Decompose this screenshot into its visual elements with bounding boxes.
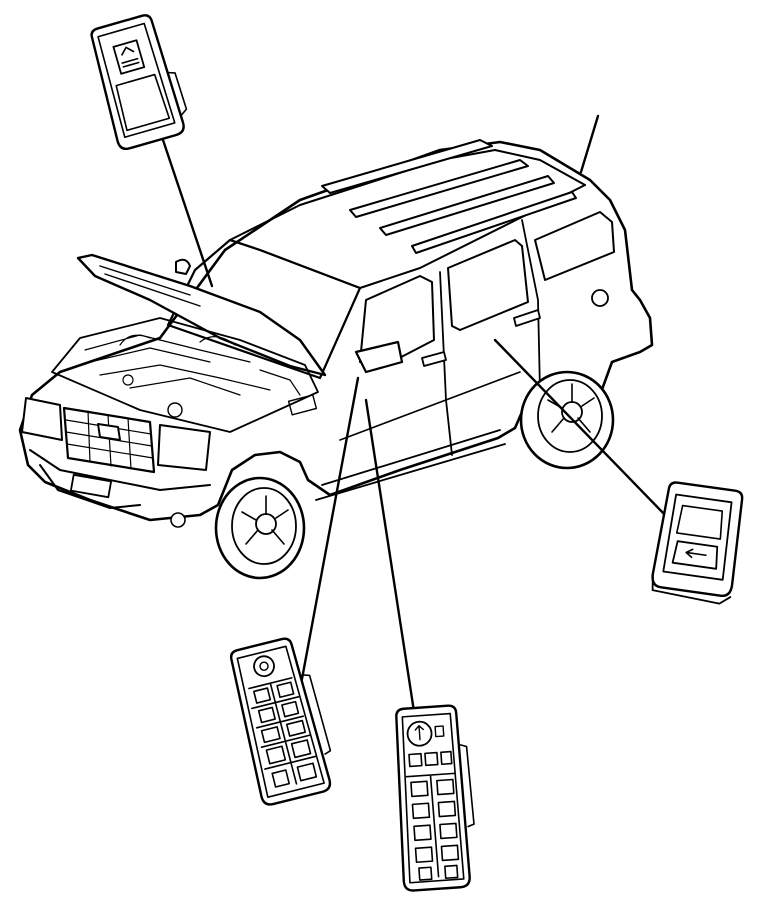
engine-bay xyxy=(51,317,319,433)
window-switch-icon xyxy=(651,481,744,605)
sunroof-switch-icon xyxy=(90,14,188,151)
leader-lines xyxy=(161,114,670,720)
front-wheel xyxy=(214,476,306,580)
rear-wheel xyxy=(519,370,615,470)
master-window-switch-icon xyxy=(229,637,332,806)
front-door-master-switch-icon xyxy=(395,704,475,892)
front-grille xyxy=(62,406,156,474)
roof-rack xyxy=(321,139,577,254)
suv-illustration xyxy=(18,139,654,580)
